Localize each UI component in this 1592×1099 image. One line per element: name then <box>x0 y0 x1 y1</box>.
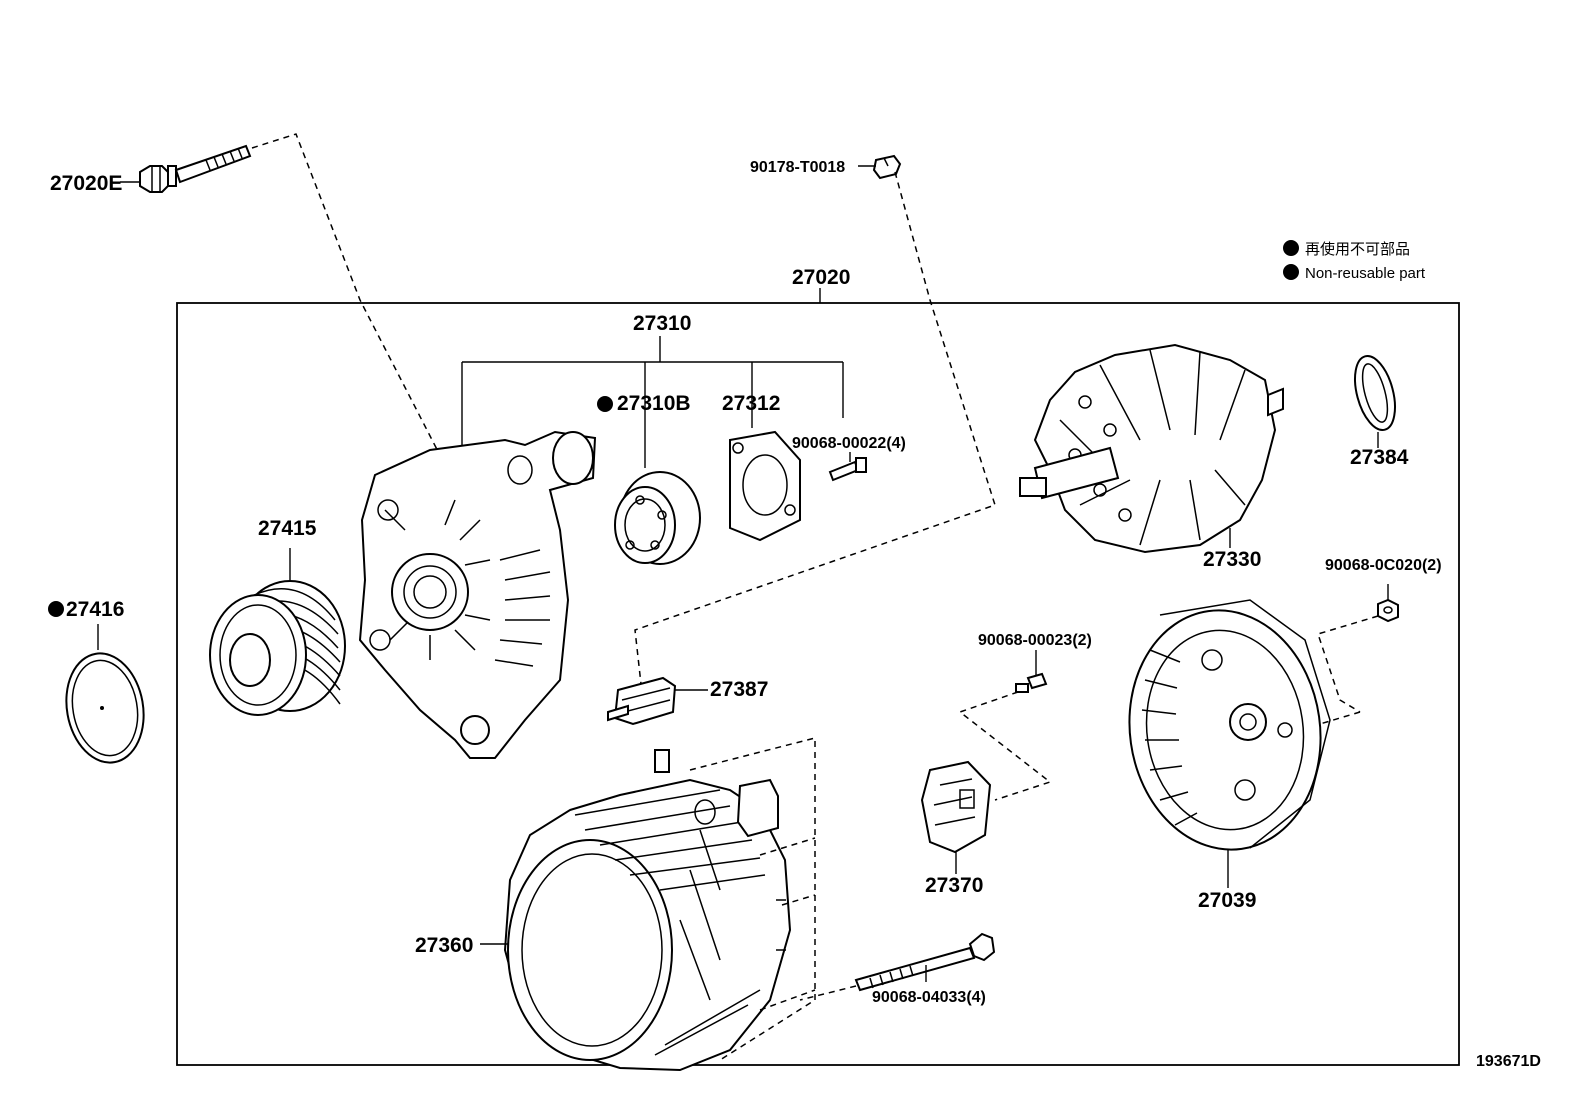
legend-bullet-icon <box>1283 264 1299 280</box>
figure-id: 193671D <box>1476 1053 1541 1070</box>
leader-27020E <box>251 133 446 466</box>
part-90068-00023-screw[interactable] <box>1015 672 1048 693</box>
part-27415-pulley[interactable] <box>209 580 346 716</box>
assembly-frame <box>176 302 1460 1066</box>
label-90068-04033[interactable]: 90068-04033(4) <box>872 989 986 1006</box>
label-27310[interactable]: 27310 <box>633 312 691 335</box>
part-27330-rotor[interactable] <box>1019 343 1284 554</box>
part-27310-housing[interactable] <box>358 430 597 759</box>
label-27020[interactable]: 27020 <box>792 266 850 289</box>
label-27416[interactable]: 27416 <box>66 598 124 621</box>
leader-27310-tree <box>461 336 844 468</box>
non-reusable-mark-icon <box>597 396 613 412</box>
part-27416-cap[interactable] <box>58 647 152 769</box>
legend: 再使用不可部品 Non-reusable part <box>1283 240 1426 282</box>
label-27387[interactable]: 27387 <box>710 678 768 701</box>
part-27312-retainer[interactable] <box>729 430 801 542</box>
legend-bullet-icon <box>1283 240 1299 256</box>
label-90068-00023[interactable]: 90068-00023(2) <box>978 632 1092 649</box>
non-reusable-mark-icon <box>48 601 64 617</box>
label-90068-00022[interactable]: 90068-00022(4) <box>792 435 906 452</box>
label-27312[interactable]: 27312 <box>722 392 780 415</box>
label-27370[interactable]: 27370 <box>925 874 983 897</box>
part-90068-0C020-nut[interactable] <box>1377 598 1399 623</box>
label-27310B[interactable]: 27310B <box>617 392 691 415</box>
part-90068-00022-screw[interactable] <box>828 457 867 482</box>
legend-english: Non-reusable part <box>1305 265 1426 282</box>
part-90068-04033-bolt[interactable] <box>854 932 996 992</box>
label-27330[interactable]: 27330 <box>1203 548 1261 571</box>
label-90068-0C020[interactable]: 90068-0C020(2) <box>1325 557 1442 574</box>
legend-japanese: 再使用不可部品 <box>1305 241 1410 258</box>
part-27387-cover[interactable] <box>607 676 677 726</box>
label-27360[interactable]: 27360 <box>415 934 473 957</box>
part-27310B-bearing[interactable] <box>614 471 701 565</box>
label-27020E[interactable]: 27020E <box>50 172 122 195</box>
part-27370-regulator[interactable] <box>920 760 992 854</box>
label-27415[interactable]: 27415 <box>258 517 317 540</box>
label-90178-T0018[interactable]: 90178-T0018 <box>750 159 845 176</box>
part-27384-ring[interactable] <box>1348 352 1402 435</box>
label-27039[interactable]: 27039 <box>1198 889 1256 912</box>
label-27384[interactable]: 27384 <box>1350 446 1409 469</box>
part-27039-end-cover[interactable] <box>1114 598 1336 862</box>
part-27020E-bolt[interactable] <box>139 144 252 193</box>
part-27360-stator[interactable] <box>503 749 792 1072</box>
